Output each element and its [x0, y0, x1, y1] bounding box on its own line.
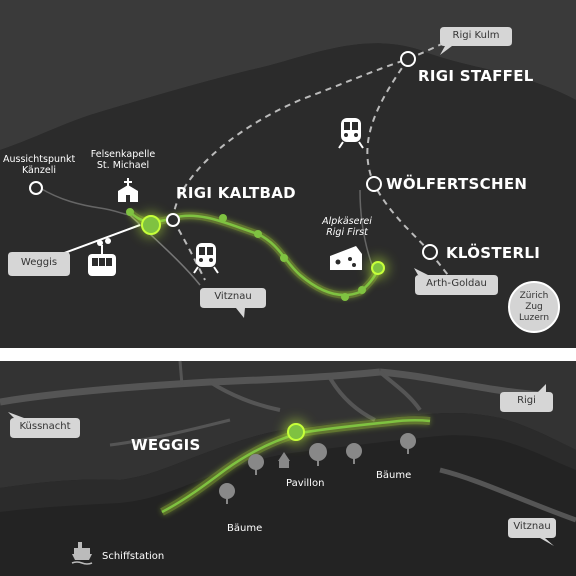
tag-shape-rigi-kulm [440, 27, 512, 55]
place-label-pavillon: Pavillon [286, 478, 325, 489]
place-label-schiffstation: Schiffstation [102, 551, 165, 562]
tag-rigi-kulm[interactable]: Rigi Kulm [452, 30, 500, 41]
poi-label-line: Känzeli [21, 165, 56, 176]
church-icon [118, 178, 138, 202]
route-dot [280, 254, 288, 262]
poi-label-line: Alpkäserei [322, 216, 372, 227]
station-label-klosterli: KLÖSTERLI [446, 244, 541, 262]
end-point [371, 261, 385, 275]
rail-kaltbad-staffel [172, 58, 409, 221]
lake-zone [0, 413, 576, 576]
tag-arth-goldau[interactable]: Arth-Goldau [426, 278, 487, 289]
road [178, 360, 184, 386]
tag-shape-kussnacht [8, 412, 80, 438]
tag-rigi[interactable]: Rigi [517, 395, 536, 406]
rail-kaltbad-vitznau [172, 219, 206, 281]
bottom-map [0, 360, 576, 576]
station-label-wolfertschen: WÖLFERTSCHEN [386, 175, 528, 193]
tag-shape-weggis [8, 252, 70, 276]
tag-weggis[interactable]: Weggis [20, 257, 58, 268]
start-point [141, 215, 161, 235]
station-label-rigi-staffel: RIGI STAFFEL [418, 67, 534, 85]
tag-kussnacht[interactable]: Küssnacht [19, 421, 71, 432]
station-marker [166, 213, 180, 227]
poi-label-aussichtspunkt: Aussichtspunkt Känzeli [3, 154, 75, 176]
route-dot [254, 230, 262, 238]
trail-wolfertschen [359, 189, 373, 266]
place-label-baeume-left: Bäume [227, 523, 263, 534]
place-label-baeume-right: Bäume [376, 470, 412, 481]
pavillon-icon [278, 452, 290, 468]
route-dot [358, 286, 366, 294]
destination-line: Zürich [519, 290, 549, 301]
ship-icon [71, 542, 93, 565]
road [208, 380, 281, 412]
tag-shape-vitznau-bottom [508, 518, 556, 546]
tag-shape-rigi [500, 384, 553, 412]
train-icon [338, 118, 364, 149]
station-marker [366, 176, 382, 192]
promenade-point [287, 423, 305, 441]
mountain-area [0, 43, 576, 349]
station-marker [29, 181, 43, 195]
poi-label-line: Aussichtspunkt [3, 154, 76, 165]
station-marker [422, 244, 438, 260]
poi-label-felsenkapelle: Felsenkapelle St. Michael [88, 149, 158, 171]
route-dot [126, 208, 134, 216]
cheese-icon [330, 246, 362, 270]
poi-label-line: Felsenkapelle [90, 149, 156, 160]
tag-vitznau-top[interactable]: Vitznau [214, 291, 252, 302]
train-icon [193, 243, 219, 274]
station-label-rigi-kaltbad: RIGI KALTBAD [176, 184, 296, 202]
route-dot [219, 214, 227, 222]
road [109, 418, 231, 447]
top-map [0, 0, 576, 349]
road [328, 376, 376, 422]
road [378, 370, 422, 412]
town-label-weggis: WEGGIS [131, 436, 201, 454]
poi-label-line: St. Michael [96, 160, 150, 171]
destination-circle[interactable]: Zürich Zug Luzern [508, 281, 560, 333]
station-marker [400, 51, 416, 67]
shore-band [0, 413, 576, 512]
destination-line: Luzern [518, 312, 550, 323]
lake-area [0, 0, 576, 150]
cable-car-icon [88, 238, 116, 276]
poi-label-alpkaeserei: Alpkäserei Rigi First [315, 216, 379, 238]
destination-line: Zug [525, 301, 543, 312]
road [0, 368, 381, 406]
poi-label-line: Rigi First [326, 227, 368, 238]
route-dot [341, 293, 349, 301]
map-divider [0, 348, 576, 361]
tag-shape-arth-goldau [414, 268, 498, 295]
tag-shape-vitznau-top [200, 288, 266, 318]
road [439, 467, 576, 523]
tag-vitznau-bottom[interactable]: Vitznau [513, 521, 551, 532]
trail-kanzeli [39, 187, 131, 216]
tree-icon [219, 433, 416, 504]
